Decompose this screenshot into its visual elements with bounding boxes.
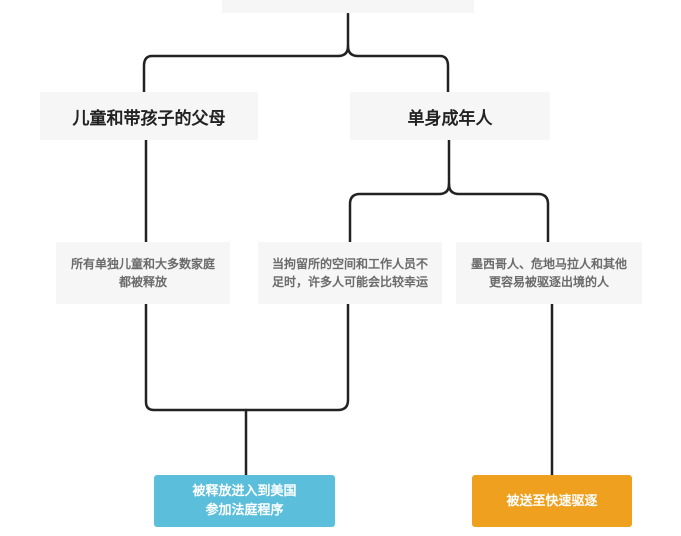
category-single-adults: 单身成年人 [350,92,550,140]
connector-singles-stem [348,138,451,246]
result-expedited-removal: 被送至快速驱逐 [472,475,632,527]
connector-root-right [346,44,450,96]
note-mexicans-guatemalans: 墨西哥人、危地马拉人和其他 更容易被驱逐出境的人 [456,242,642,304]
result-released-court: 被释放进入到美国 参加法庭程序 [154,475,335,527]
connector-root-stem [142,12,350,96]
connector-singles-right [447,182,550,246]
connector-merge [144,300,350,412]
category-families: 儿童和带孩子的父母 [40,92,258,140]
note-detention-space: 当拘留所的空间和工作人员不 足时，许多人可能会比较幸运 [258,242,442,304]
note-families-released: 所有单独儿童和大多数家庭 都被释放 [56,242,230,304]
root-node [222,0,474,13]
